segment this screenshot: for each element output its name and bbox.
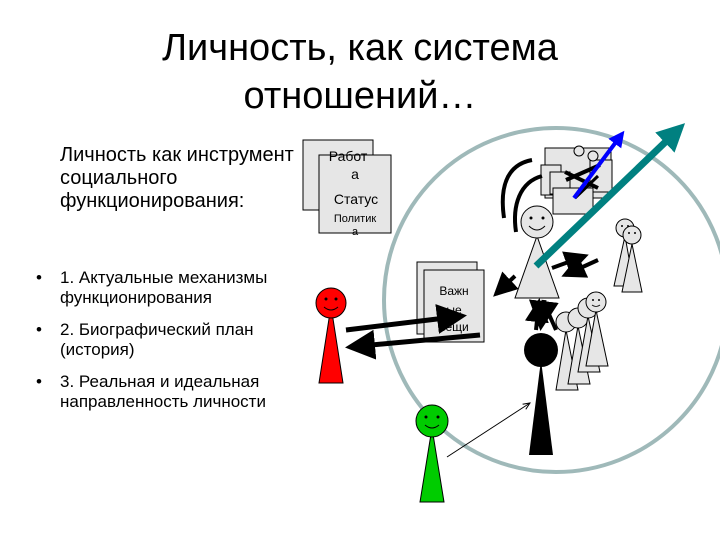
bullet-item: • 2. Биографический план (история) (36, 320, 306, 360)
gray-person-group (555, 291, 609, 391)
bullet-list: • 1. Актуальные механизмы функционировани… (36, 268, 306, 424)
bullet-item: • 1. Актуальные механизмы функционировани… (36, 268, 306, 308)
curve-line-2 (513, 174, 543, 233)
personality-circle (382, 126, 720, 474)
card-things-label-3: вещи (439, 320, 469, 334)
title-line-2: отношений… (243, 75, 477, 117)
curve-line-1 (500, 158, 533, 219)
small-card-cluster (540, 145, 613, 215)
bullet-item: • 3. Реальная и идеальная направленность … (36, 372, 306, 412)
card-stack-work: Работ а Статус Политик а (302, 139, 392, 238)
slide-title: Личность, как система отношений… (60, 24, 660, 120)
card-work-label-1: Работ (329, 148, 368, 164)
card-status-label: Статус (334, 191, 378, 207)
card-politics-label-1: Политик (334, 213, 377, 225)
card-stack-things: Важн ые вещи (416, 261, 485, 343)
arrow-black-to-center (524, 298, 549, 331)
arrow-center-to-black (528, 299, 559, 331)
arrow-right-to-person (561, 255, 599, 278)
bullet-icon: • (36, 372, 42, 391)
bullet-icon: • (36, 320, 42, 339)
gray-person-right-2 (621, 225, 643, 293)
red-person (315, 287, 347, 384)
green-person (415, 404, 449, 503)
arrow-center-to-group (546, 311, 558, 331)
arrow-person-to-things (493, 271, 519, 297)
title-line-1: Личность, как система (162, 27, 558, 69)
arrow-center-to-red (345, 329, 481, 360)
card-things-label-1: Важн (439, 284, 468, 298)
card-work-label-2: а (351, 166, 359, 182)
arrow-red-to-center (345, 304, 467, 334)
arrow-blue-direction (572, 130, 625, 200)
bullet-icon: • (36, 268, 42, 287)
card-politics-label-2: а (352, 226, 359, 238)
bullet-text: 1. Актуальные механизмы функционирования (60, 268, 268, 307)
lead-text: Личность как инструмент социального функ… (60, 144, 294, 212)
arrow-teal-direction (533, 123, 686, 269)
arrow-green-thin (446, 403, 530, 458)
bullet-text: 3. Реальная и идеальная направленность л… (60, 372, 266, 411)
bullet-text: 2. Биографический план (история) (60, 320, 254, 359)
black-person (524, 333, 558, 455)
